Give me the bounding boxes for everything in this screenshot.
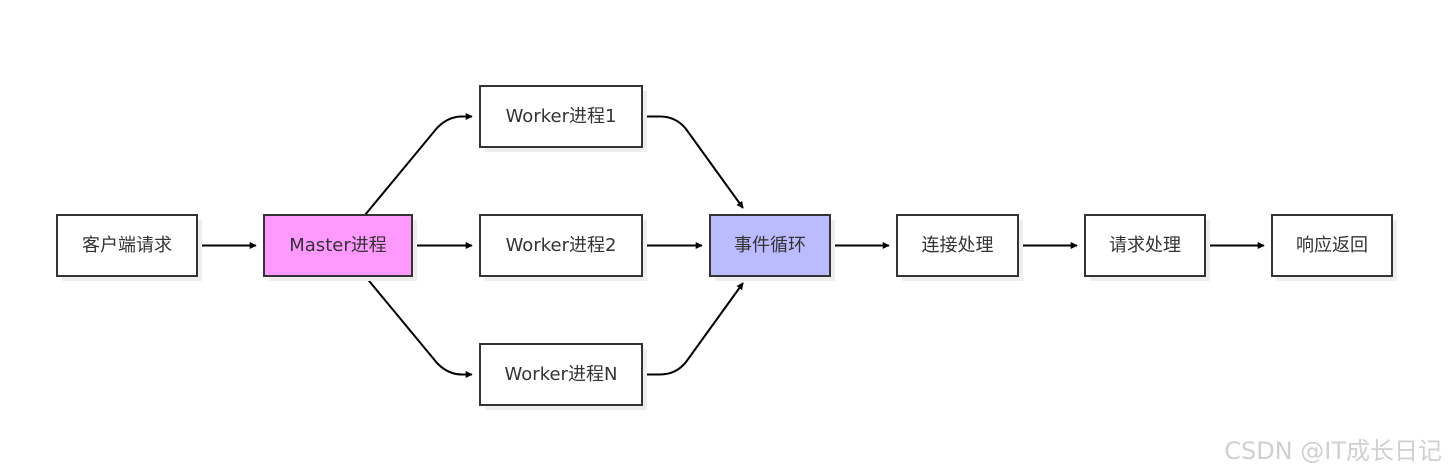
node-label: 请求处理 bbox=[1109, 235, 1181, 256]
edge-wn-loop bbox=[642, 282, 744, 376]
node-resp: 响应返回 bbox=[1271, 214, 1397, 281]
edge-master-w1 bbox=[364, 113, 473, 216]
node-box bbox=[1271, 214, 1393, 277]
node-box bbox=[479, 85, 643, 148]
node-label: Worker进程N bbox=[505, 364, 618, 385]
node-client: 客户端请求 bbox=[56, 214, 202, 281]
node-label: 客户端请求 bbox=[82, 235, 172, 256]
node-box bbox=[896, 214, 1019, 277]
node-w2: Worker进程2 bbox=[479, 214, 647, 281]
node-label: 响应返回 bbox=[1296, 235, 1368, 256]
node-box bbox=[263, 214, 413, 277]
node-label: Worker进程1 bbox=[506, 106, 617, 127]
node-loop: 事件循环 bbox=[709, 214, 835, 281]
node-box bbox=[709, 214, 831, 277]
node-label: Master进程 bbox=[289, 235, 386, 256]
node-box bbox=[479, 343, 643, 406]
node-box bbox=[479, 214, 643, 277]
node-box bbox=[1084, 214, 1206, 277]
edges bbox=[197, 113, 1265, 378]
node-label: Worker进程2 bbox=[506, 235, 617, 256]
node-label: 连接处理 bbox=[922, 235, 994, 256]
node-box bbox=[56, 214, 198, 277]
node-wn: Worker进程N bbox=[479, 343, 647, 410]
node-master: Master进程 bbox=[263, 214, 417, 281]
edge-w1-loop bbox=[642, 115, 744, 209]
edge-master-wn bbox=[364, 275, 473, 378]
nodes: 客户端请求 Master进程 Worker进程1Worker进程2Worker进程N… bbox=[56, 85, 1397, 410]
node-conn: 连接处理 bbox=[896, 214, 1023, 281]
node-w1: Worker进程1 bbox=[479, 85, 647, 152]
watermark: CSDN @IT成长日记 bbox=[1224, 437, 1442, 465]
node-label: 事件循环 bbox=[734, 235, 806, 256]
node-req: 请求处理 bbox=[1084, 214, 1210, 281]
